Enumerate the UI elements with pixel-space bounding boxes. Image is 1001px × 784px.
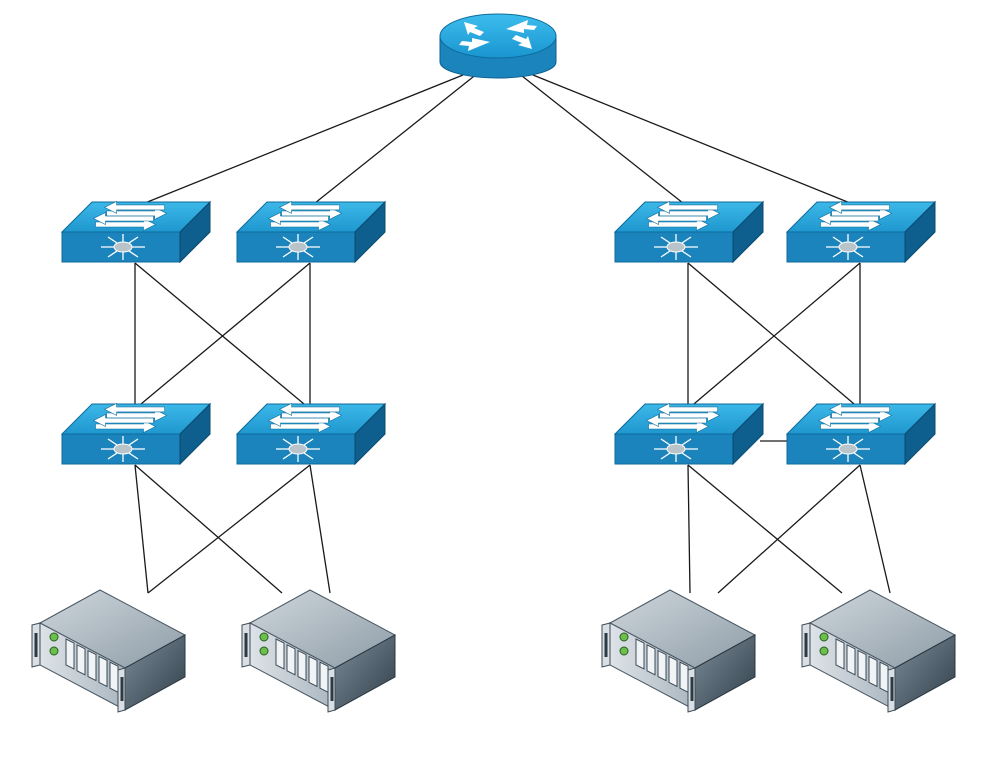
nodes [31,13,957,713]
link-r-acc-1-r-srv-2 [687,464,843,594]
server-icon [801,589,957,713]
layer3-switch-icon [613,402,765,466]
link-r-acc-2-r-srv-2 [859,464,891,594]
link-core-router-r-agg-1 [520,74,689,208]
layer3-switch-icon [60,402,212,466]
link-l-acc-1-l-srv-2 [134,464,283,594]
layer3-switch-icon [60,200,212,264]
link-r-acc-2-r-srv-1 [717,464,861,594]
link-r-acc-1-r-srv-1 [687,464,691,594]
layer3-switch-icon [235,402,387,466]
layer3-switch-icon [785,402,937,466]
links [134,74,891,594]
router-icon [439,13,557,79]
link-r-agg-2-r-acc-1 [687,262,861,410]
link-core-router-r-agg-2 [532,74,861,208]
link-l-agg-2-l-acc-1 [134,262,311,410]
link-core-router-l-agg-1 [134,74,464,208]
server-icon [241,589,397,713]
server-icon [601,589,757,713]
server-icon [31,589,187,713]
link-l-acc-1-l-srv-1 [134,464,149,594]
layer3-switch-icon [235,200,387,264]
layer3-switch-icon [613,200,765,264]
link-l-acc-2-l-srv-1 [147,464,311,594]
link-core-router-l-agg-2 [309,74,476,208]
layer3-switch-icon [785,200,937,264]
link-l-acc-2-l-srv-2 [309,464,331,594]
